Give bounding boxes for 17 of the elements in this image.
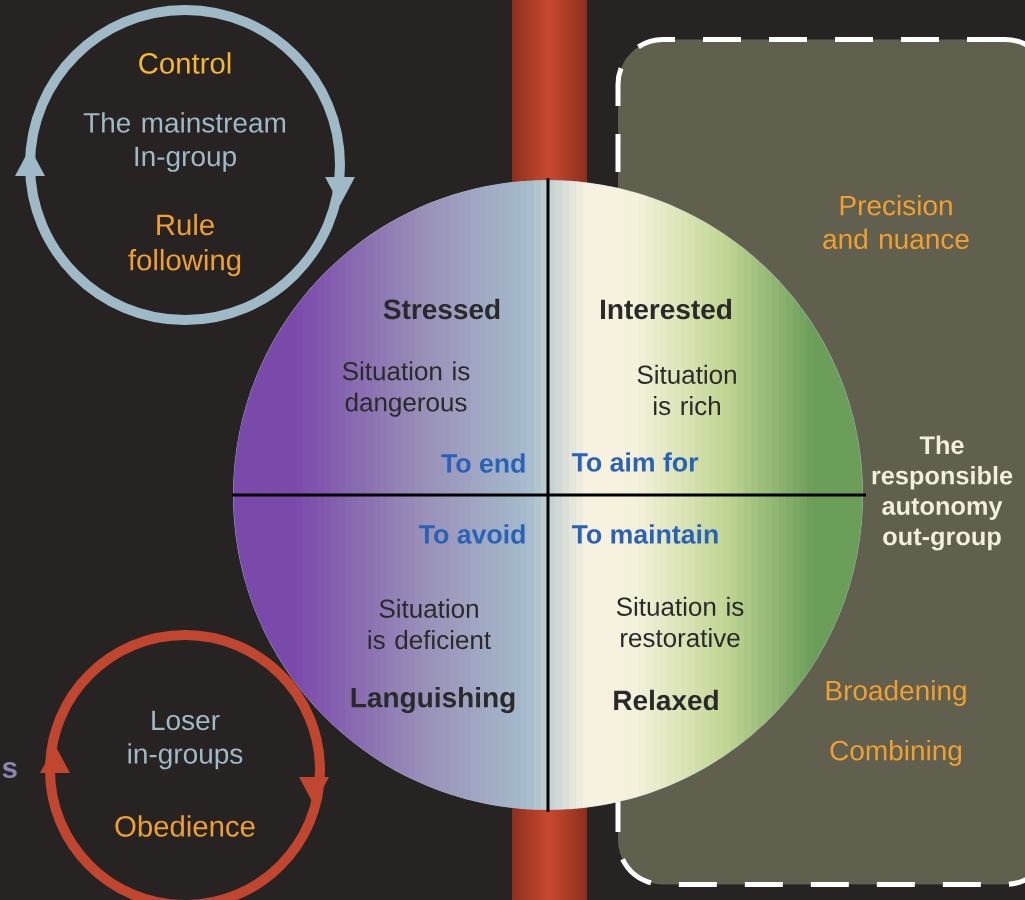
box-text: Broadening — [826, 679, 966, 707]
direction-label: To maintain — [571, 524, 718, 544]
quadrant-description: Situation is restorative — [616, 596, 744, 648]
quadrant-description: Situation is rich — [637, 364, 736, 416]
direction-label: To aim for — [571, 452, 699, 472]
quadrant-heading: Stressed — [383, 298, 500, 320]
direction-label: To avoid — [419, 524, 525, 544]
box-text: Precision and nuance — [823, 194, 969, 250]
quadrant-description: Situation is deficient — [368, 598, 491, 650]
quadrant-heading: Relaxed — [614, 689, 718, 711]
direction-label: To end — [441, 453, 525, 473]
quadrant-heading: Languishing — [351, 686, 515, 714]
quadrant-description: Situation is dangerous — [342, 361, 470, 417]
fragment-text: s — [2, 761, 17, 779]
box-text: Combining — [830, 739, 962, 767]
box-text: The responsible autonomy out-group — [872, 435, 1013, 551]
quadrant-heading: Interested — [601, 298, 732, 320]
